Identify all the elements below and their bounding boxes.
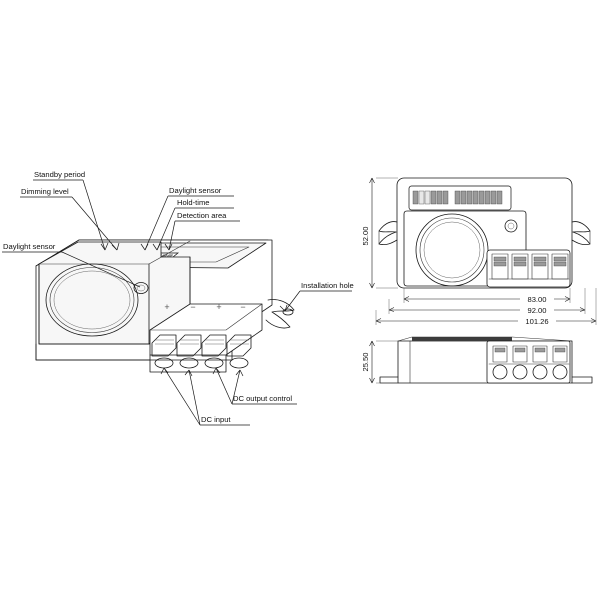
callout-daylight-sensor-right: Daylight sensor xyxy=(140,186,234,251)
side-foot-right xyxy=(571,376,593,384)
side-view-dimensions: 25.50 xyxy=(361,340,398,384)
dim-mount-width-92: 92.00 xyxy=(527,306,546,315)
side-terminal-2[interactable] xyxy=(512,345,528,363)
iso-lens-inner xyxy=(53,270,131,330)
front-view-dimensions: 52.00 83.00 92.00 101.26 xyxy=(361,177,597,326)
iso-mounting-bracket xyxy=(265,299,295,329)
side-top-edge xyxy=(397,336,573,342)
dim-height-52: 52.00 xyxy=(361,226,370,245)
front-mount-wing-right xyxy=(571,221,591,246)
iso-body-front-bottom xyxy=(35,343,151,361)
isometric-callouts: Standby period Dimming level Daylight se… xyxy=(2,170,354,426)
side-terminals[interactable] xyxy=(488,345,570,380)
front-terminal-block xyxy=(486,249,571,288)
dim-body-width-83: 83.00 xyxy=(527,295,546,304)
callout-dc-output-control-label: DC output control xyxy=(233,394,292,403)
callout-daylight-sensor-left: Daylight sensor xyxy=(2,242,141,288)
callout-hold-time: Hold-time xyxy=(152,198,234,251)
dim-overall-width-101: 101.26 xyxy=(525,317,548,326)
front-lens-mid xyxy=(419,217,485,283)
iso-photocell-indicator xyxy=(133,282,149,294)
front-indicator-inner xyxy=(507,222,515,230)
front-mount-wing-left xyxy=(378,221,398,246)
iso-body-lower-front xyxy=(149,354,227,373)
side-top-strip xyxy=(412,337,512,341)
iso-platform-body xyxy=(38,256,191,345)
iso-lens-outer xyxy=(45,263,139,337)
callout-dc-output-control: DC output control xyxy=(212,367,297,405)
iso-photocell-inner xyxy=(136,284,146,292)
terminal-symbol-4: − xyxy=(240,302,245,312)
iso-terminal-2[interactable] xyxy=(176,334,202,369)
side-terminal-3[interactable] xyxy=(532,345,548,363)
callout-installation-hole: Installation hole xyxy=(279,281,354,312)
side-terminal-1[interactable] xyxy=(492,345,508,363)
iso-lens-mid xyxy=(49,267,135,333)
callout-dimming-level: Dimming level xyxy=(20,187,120,251)
callout-hold-time-label: Hold-time xyxy=(177,198,210,207)
front-dip-bank-a[interactable] xyxy=(412,190,449,205)
callout-daylight-sensor-left-label: Daylight sensor xyxy=(3,242,56,251)
dim-depth-2550: 25.50 xyxy=(361,352,370,371)
terminal-symbol-1: + xyxy=(164,302,169,312)
side-view-group xyxy=(379,336,593,384)
side-terminal-block xyxy=(486,340,571,384)
isometric-view-group: + − + − xyxy=(35,239,295,373)
side-terminal-4[interactable] xyxy=(552,345,568,363)
iso-terminal-blocks[interactable] xyxy=(151,334,252,369)
callout-detection-area-label: Detection area xyxy=(177,211,227,220)
front-indicator-outer xyxy=(504,219,518,233)
callout-detection-area: Detection area xyxy=(164,211,240,251)
terminal-symbol-3: + xyxy=(216,302,221,312)
iso-terminal-deck-edge xyxy=(149,303,263,331)
iso-terminal-3[interactable] xyxy=(201,334,227,369)
front-terminals[interactable] xyxy=(488,253,570,280)
callout-standby-period: Standby period xyxy=(33,170,109,251)
callout-standby-period-label: Standby period xyxy=(34,170,85,179)
front-lens-outer xyxy=(415,213,489,287)
iso-terminal-symbols: + − + − xyxy=(164,302,245,312)
iso-terminal-4[interactable] xyxy=(226,334,252,369)
front-lens-inner xyxy=(423,221,481,279)
callout-dc-input-label: DC input xyxy=(201,415,231,424)
callout-daylight-sensor-right-label: Daylight sensor xyxy=(169,186,222,195)
front-view-group xyxy=(378,177,591,289)
iso-installation-hole xyxy=(282,308,294,316)
front-dip-bank-b[interactable] xyxy=(454,190,503,205)
callout-installation-hole-label: Installation hole xyxy=(301,281,354,290)
callout-dimming-level-label: Dimming level xyxy=(21,187,69,196)
callout-dc-input: DC input xyxy=(160,367,250,426)
terminal-symbol-2: − xyxy=(190,302,195,312)
